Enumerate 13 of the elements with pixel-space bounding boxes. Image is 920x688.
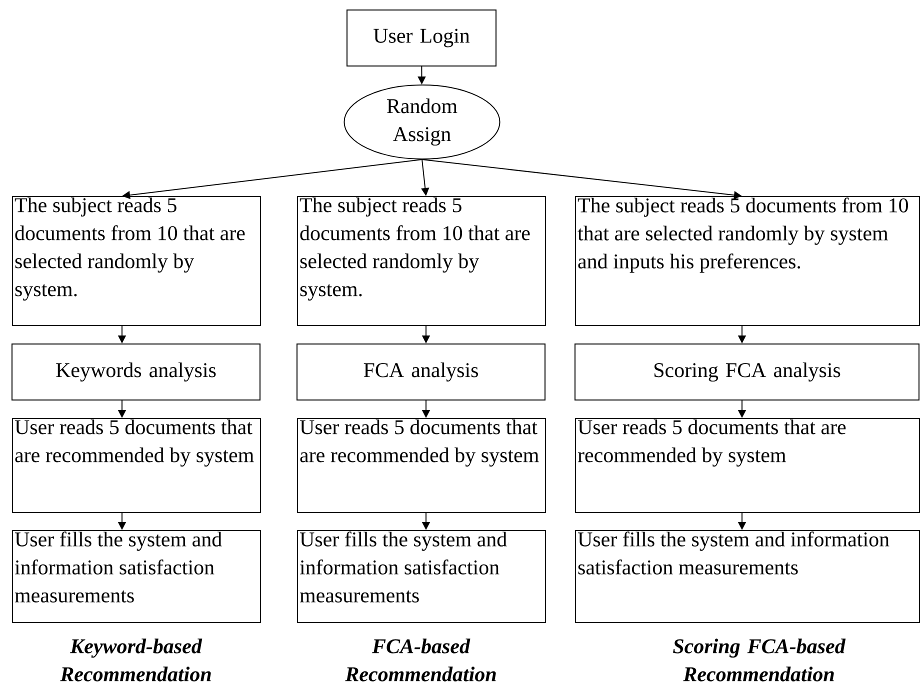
process-box: FCA analysis bbox=[296, 344, 546, 400]
process-box: Keywords analysis bbox=[12, 344, 260, 400]
process-box: User Login bbox=[346, 10, 496, 66]
process-box: Scoring FCA analysis bbox=[574, 344, 920, 400]
process-box: User reads 5 documents that are recommended by system bbox=[12, 418, 261, 513]
process-box: User fills the system and information satisfaction measurements bbox=[297, 530, 546, 623]
process-box: The subject reads 5 documents from 10 that are selected randomly by system. bbox=[297, 196, 546, 326]
process-box: The subject reads 5 documents from 10 that are selected randomly by system. bbox=[12, 196, 261, 326]
process-box: The subject reads 5 documents from 10 that are selected randomly by system and inputs his preferences. bbox=[575, 196, 920, 326]
process-box: User fills the system and information satisfaction measurements bbox=[12, 530, 261, 623]
process-box: User fills the system and information satisfaction measurements bbox=[575, 530, 920, 623]
process-box: User reads 5 documents that are recommended by system bbox=[297, 418, 546, 513]
process-box: User reads 5 documents that are recommended by system bbox=[575, 418, 920, 513]
